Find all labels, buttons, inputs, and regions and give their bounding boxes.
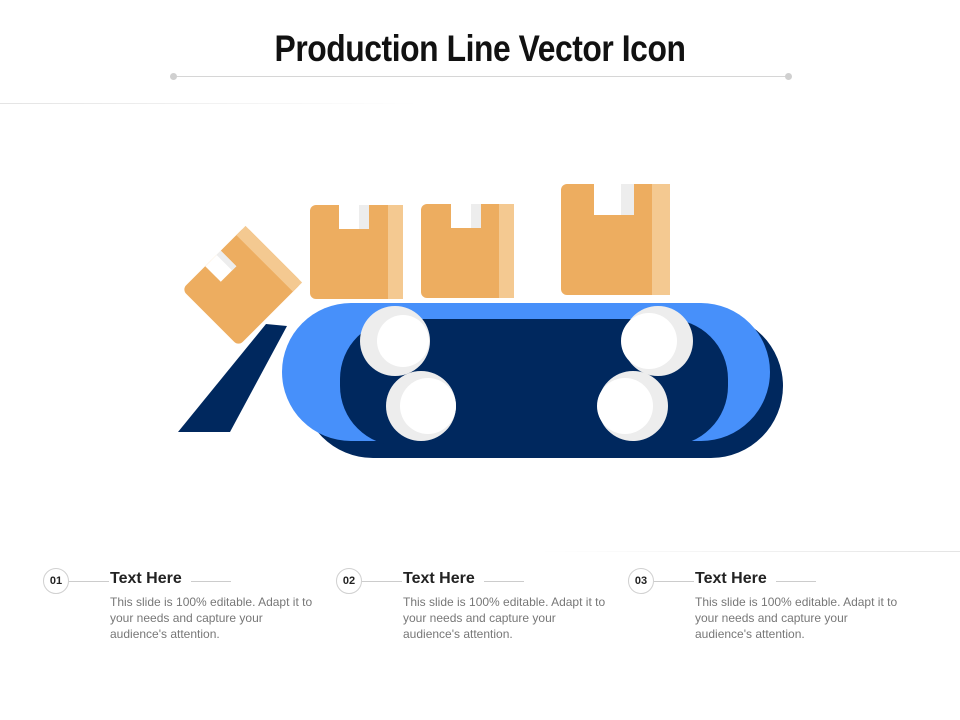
conveyor-belt-boxes-icon <box>178 184 783 458</box>
item-description: This slide is 100% editable. Adapt it to… <box>403 595 606 641</box>
info-item-3: 03 Text Here This slide is 100% editable… <box>628 566 897 656</box>
box-3 <box>561 184 670 295</box>
box-1 <box>310 205 403 299</box>
bottom-divider <box>540 551 960 552</box>
title-trailing-line <box>776 581 816 582</box>
item-title: Text Here <box>695 570 767 587</box>
item-title: Text Here <box>403 570 475 587</box>
info-item-2: 02 Text Here This slide is 100% editable… <box>336 566 605 656</box>
roller-top-left <box>360 306 430 376</box>
info-item-1: 01 Text Here This slide is 100% editable… <box>43 566 312 656</box>
box-2 <box>421 204 514 298</box>
roller-bottom-left <box>386 371 456 441</box>
item-title: Text Here <box>110 570 182 587</box>
item-number-badge: 02 <box>336 568 362 594</box>
item-description: This slide is 100% editable. Adapt it to… <box>695 595 898 641</box>
item-description: This slide is 100% editable. Adapt it to… <box>110 595 313 641</box>
item-number-badge: 03 <box>628 568 654 594</box>
badge-connector-line <box>69 581 109 582</box>
slide-title: Production Line Vector Icon <box>274 28 686 69</box>
title-underline-left-dot <box>170 73 177 80</box>
title-trailing-line <box>484 581 524 582</box>
roller-top-right <box>621 306 693 376</box>
title-underline <box>174 76 788 77</box>
badge-connector-line <box>362 581 402 582</box>
title-trailing-line <box>191 581 231 582</box>
item-number-badge: 01 <box>43 568 69 594</box>
top-divider <box>0 103 420 104</box>
ramp-shape <box>178 324 287 432</box>
title-underline-right-dot <box>785 73 792 80</box>
badge-connector-line <box>654 581 694 582</box>
roller-bottom-right <box>597 371 668 441</box>
